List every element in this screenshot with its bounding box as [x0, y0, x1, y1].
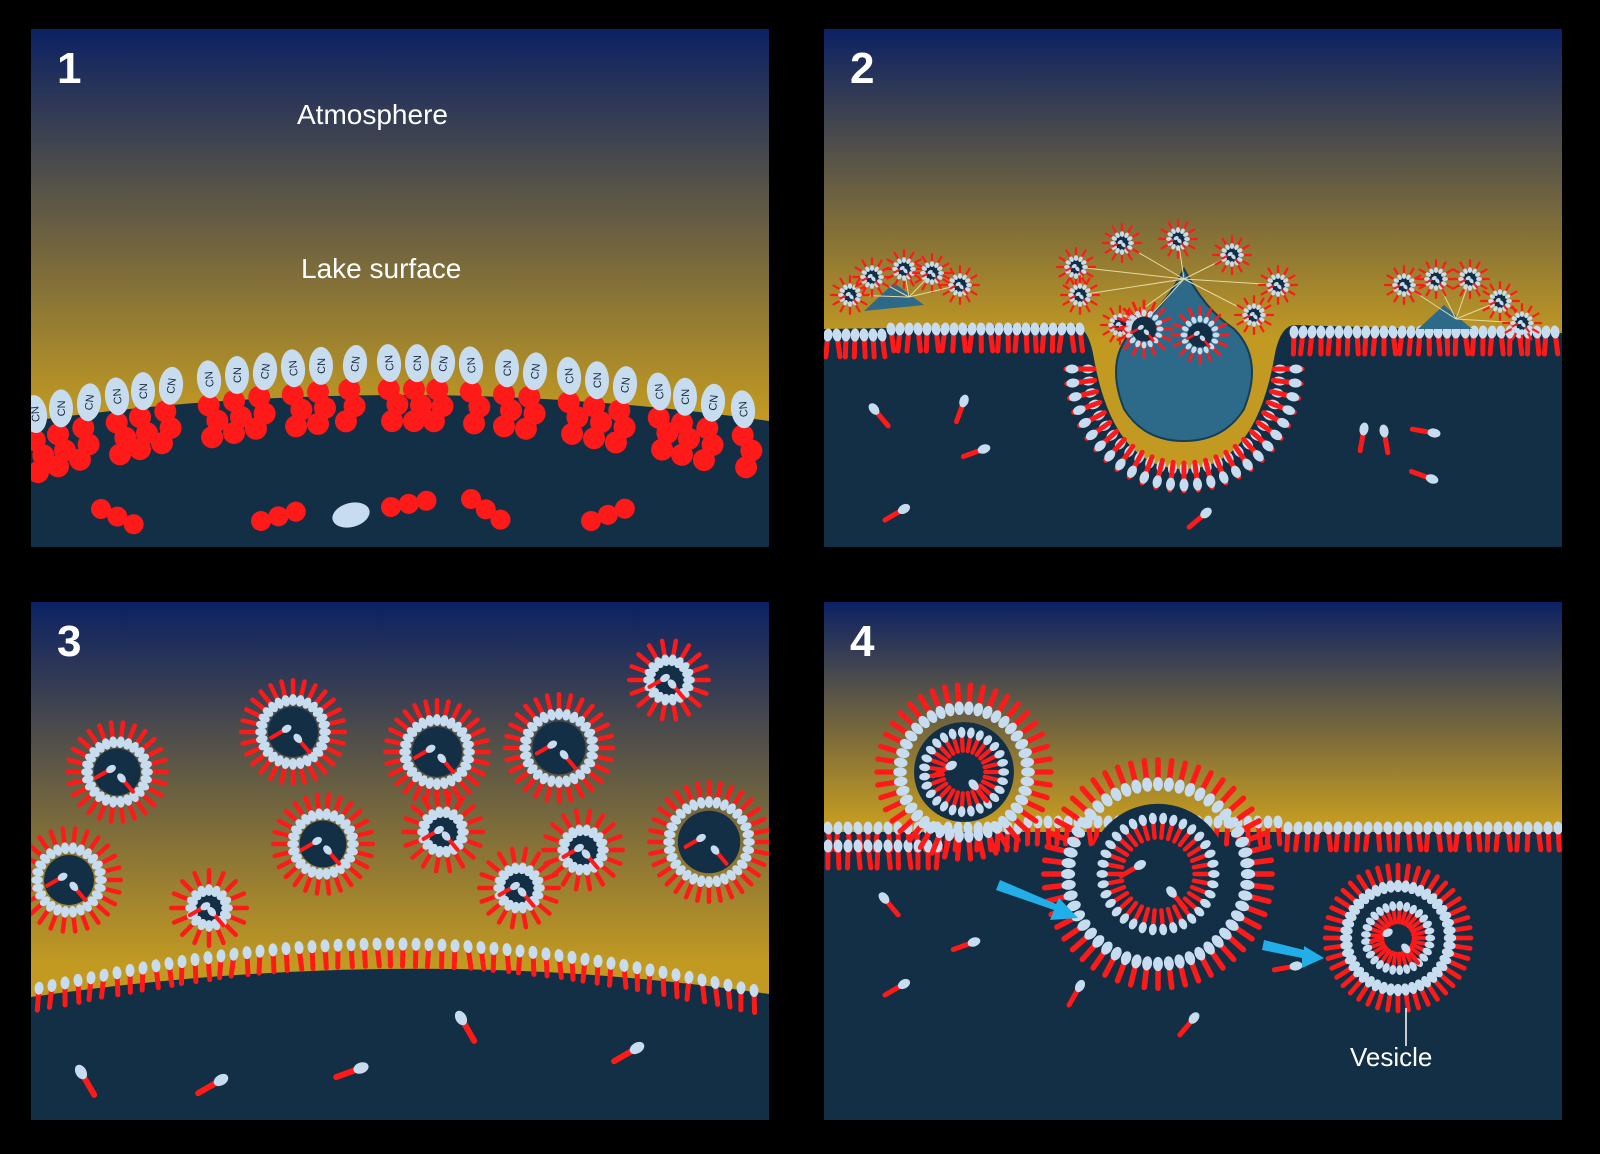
svg-text:CN: CN: [83, 394, 97, 411]
svg-text:CN: CN: [383, 354, 397, 371]
panel-number: 3: [57, 620, 81, 664]
panel-4-scene: [824, 602, 1562, 1120]
vesicle: [1116, 301, 1172, 357]
svg-text:CN: CN: [31, 405, 43, 422]
svg-text:CN: CN: [56, 400, 68, 416]
svg-text:CN: CN: [412, 355, 424, 371]
panel-2: 2: [824, 29, 1562, 547]
svg-text:CN: CN: [502, 360, 514, 376]
panel-3-scene: [31, 602, 769, 1120]
lake-surface-label: Lake surface: [301, 255, 461, 283]
panel-2-scene: [824, 29, 1562, 547]
svg-text:CN: CN: [737, 401, 751, 418]
svg-text:CN: CN: [707, 394, 721, 411]
svg-text:CN: CN: [232, 367, 244, 383]
svg-text:CN: CN: [619, 377, 633, 394]
svg-text:CN: CN: [592, 372, 604, 388]
vesicle-label: Vesicle: [1350, 1044, 1432, 1070]
svg-text:CN: CN: [465, 357, 479, 374]
panel-1: CN CN CN CN CN CN CN CN CN CN CN CN CN CN CN CN CN CN CN CN…: [31, 29, 769, 547]
svg-text:CN: CN: [653, 383, 667, 400]
atmosphere-label: Atmosphere: [297, 101, 448, 129]
svg-text:CN: CN: [437, 355, 451, 372]
svg-text:CN: CN: [165, 377, 179, 394]
svg-text:CN: CN: [203, 371, 217, 388]
svg-text:CN: CN: [349, 355, 363, 372]
svg-text:CN: CN: [680, 389, 692, 405]
vesicle: [1172, 307, 1228, 363]
panel-number: 4: [850, 620, 874, 664]
vesicle: [649, 782, 769, 902]
panel-4: 4 Vesicle: [824, 602, 1562, 1120]
panel-number: 1: [57, 47, 81, 91]
svg-text:CN: CN: [138, 383, 150, 399]
panel-3: 3: [31, 602, 769, 1120]
svg-text:CN: CN: [287, 360, 301, 377]
svg-text:CN: CN: [111, 388, 125, 405]
vesicle: [171, 870, 247, 946]
svg-text:CN: CN: [316, 358, 328, 374]
svg-text:CN: CN: [259, 363, 273, 380]
svg-text:CN: CN: [563, 367, 577, 384]
svg-text:CN: CN: [529, 363, 543, 380]
panel-number: 2: [850, 47, 874, 91]
